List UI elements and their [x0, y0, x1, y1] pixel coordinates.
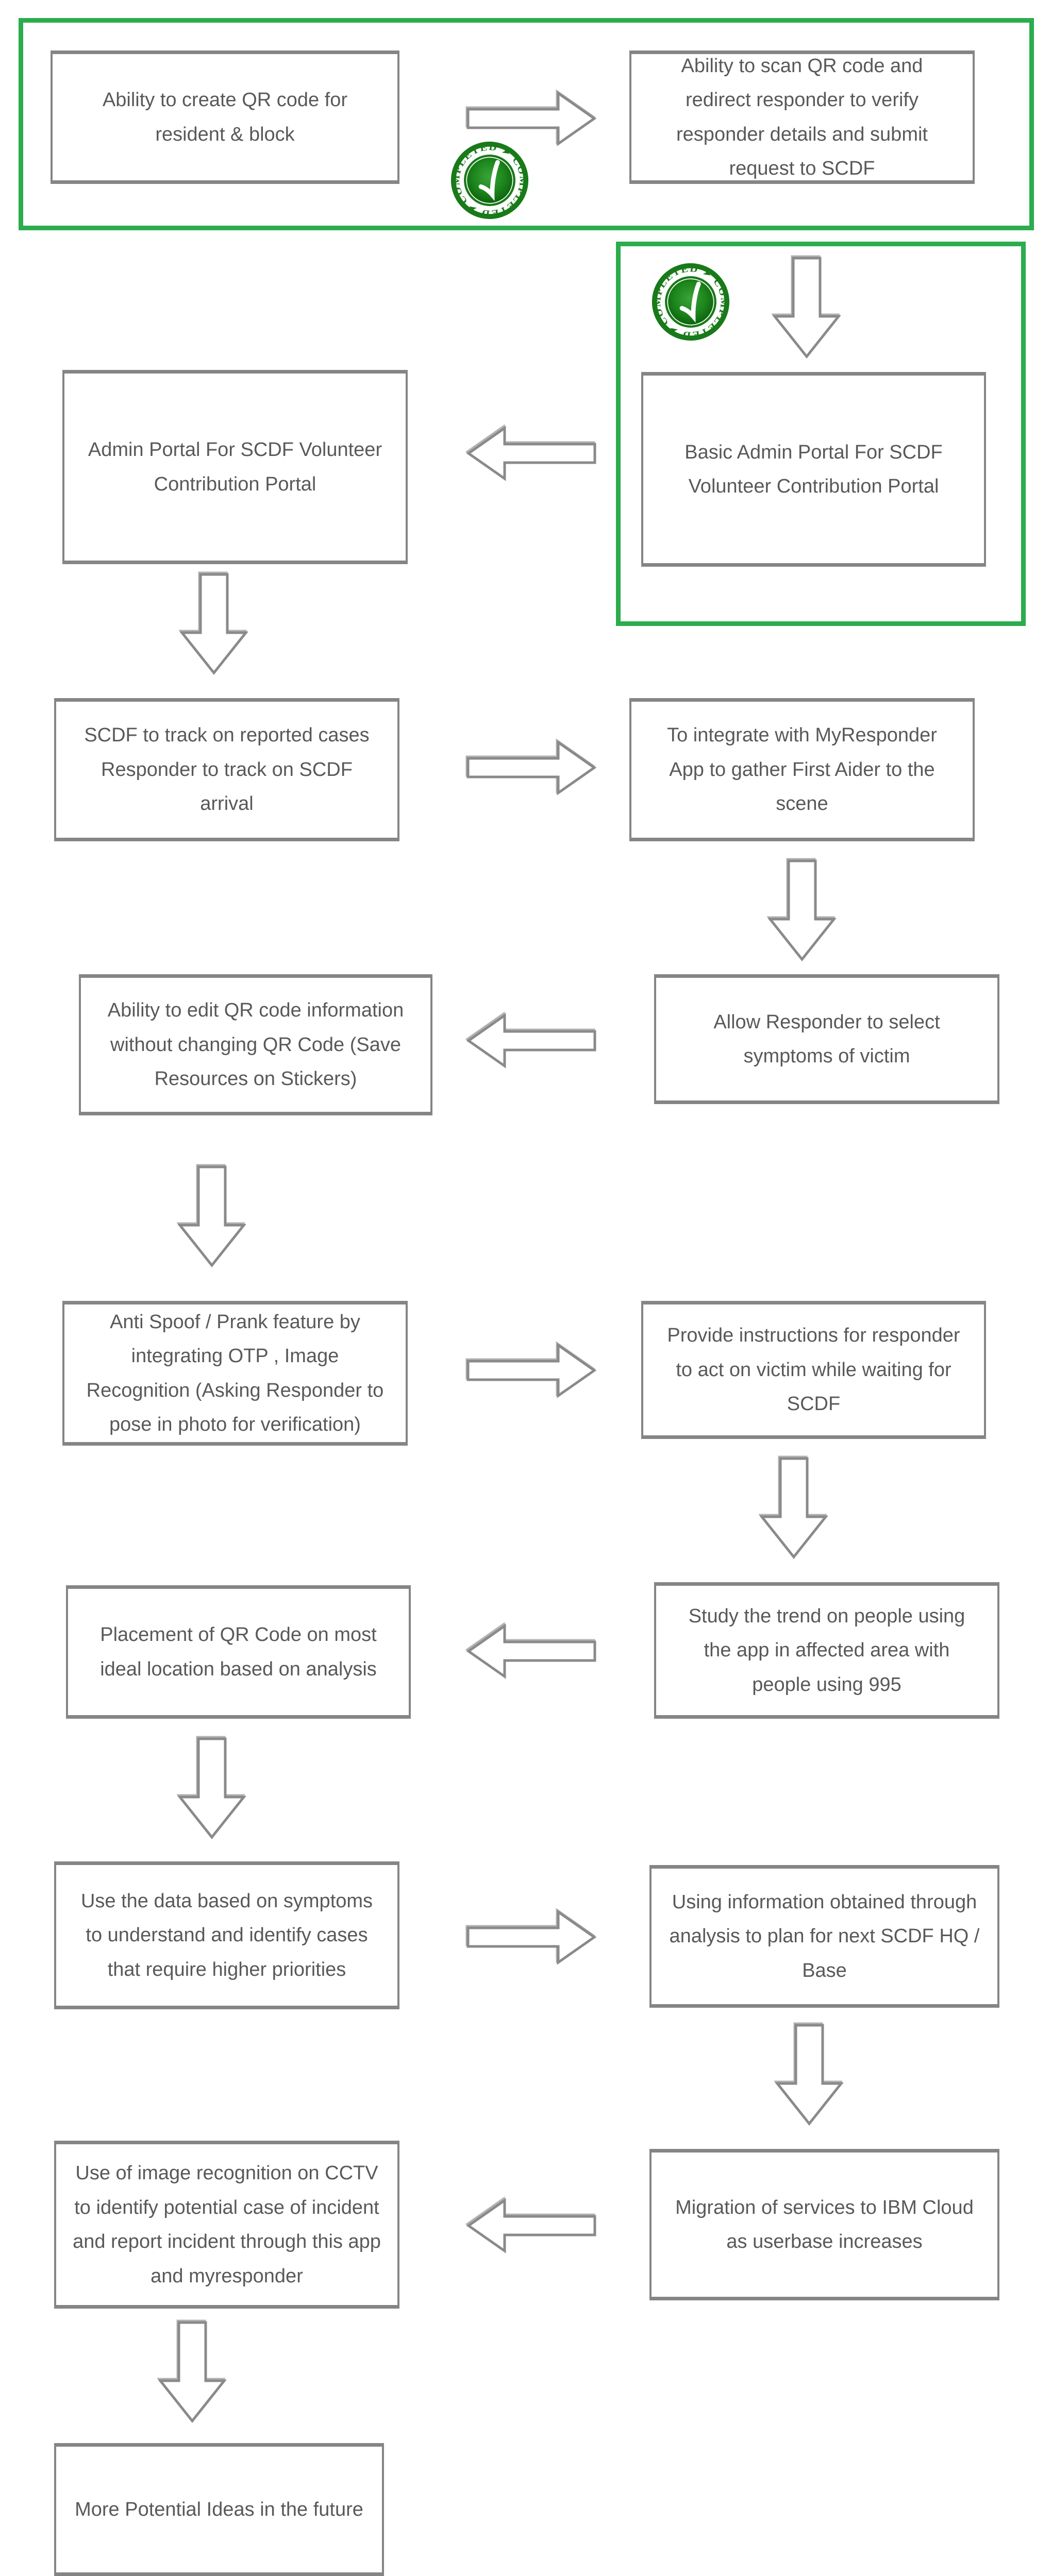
- flow-node-ibm-cloud: Migration of services to IBM Cloud as us…: [649, 2149, 999, 2300]
- flow-node-text: Ability to edit QR code information with…: [107, 999, 404, 1090]
- arrow-down-icon: [178, 1737, 246, 1839]
- flow-node-text: SCDF to track on reported cases Responde…: [84, 724, 370, 815]
- flow-node-text: Using information obtained through analy…: [669, 1891, 980, 1981]
- flow-node-text: Allow Responder to select symptoms of vi…: [713, 1011, 940, 1067]
- arrow-down-icon: [760, 1457, 828, 1559]
- arrow-left-icon: [466, 2197, 596, 2255]
- flow-node-text: Study the trend on people using the app …: [688, 1605, 965, 1696]
- flow-node-qr-placement: Placement of QR Code on most ideal locat…: [66, 1585, 411, 1719]
- arrow-left-icon: [466, 425, 596, 482]
- completed-frame-basic-admin: [616, 242, 1026, 626]
- flow-node-integrate-myresponder: To integrate with MyResponder App to gat…: [629, 698, 975, 841]
- flow-node-text: Use of image recognition on CCTV to iden…: [73, 2162, 381, 2287]
- flow-node-text: Admin Portal For SCDF Volunteer Contribu…: [88, 439, 382, 495]
- flow-node-text: Provide instructions for responder to ac…: [667, 1325, 960, 1415]
- arrow-right-icon: [466, 1342, 596, 1399]
- flow-node-text: To integrate with MyResponder App to gat…: [667, 724, 937, 815]
- flow-node-text: Use the data based on symptoms to unders…: [80, 1890, 373, 1980]
- flow-node-study-trend: Study the trend on people using the app …: [654, 1582, 999, 1719]
- flow-node-create-qr: Ability to create QR code for resident &…: [51, 50, 399, 184]
- flow-node-select-symptoms: Allow Responder to select symptoms of vi…: [654, 974, 999, 1104]
- arrow-down-icon: [178, 1165, 246, 1267]
- flow-node-admin-portal: Admin Portal For SCDF Volunteer Contribu…: [62, 370, 408, 564]
- flow-node-basic-admin-portal: Basic Admin Portal For SCDF Volunteer Co…: [641, 372, 986, 567]
- flow-node-text: Migration of services to IBM Cloud as us…: [675, 2196, 974, 2253]
- arrow-right-icon: [466, 90, 596, 147]
- arrow-right-icon: [466, 1908, 596, 1966]
- flow-node-use-data: Use the data based on symptoms to unders…: [54, 1861, 399, 2009]
- flow-node-text: Anti Spoof / Prank feature by integratin…: [86, 1311, 384, 1436]
- flow-node-text: Ability to create QR code for resident &…: [102, 89, 348, 145]
- flow-node-text: Basic Admin Portal For SCDF Volunteer Co…: [684, 441, 943, 498]
- flow-node-plan-hq: Using information obtained through analy…: [649, 1865, 999, 2008]
- completed-stamp-icon: COMPLETED ➤ COMPLETED ➤: [650, 262, 731, 342]
- arrow-right-icon: [466, 739, 596, 796]
- flow-node-future-ideas: More Potential Ideas in the future: [54, 2443, 384, 2576]
- completed-frame-row1: [19, 18, 1034, 230]
- flow-node-anti-spoof: Anti Spoof / Prank feature by integratin…: [62, 1301, 408, 1446]
- flow-node-text: More Potential Ideas in the future: [75, 2498, 363, 2520]
- flow-node-provide-instructions: Provide instructions for responder to ac…: [641, 1301, 986, 1439]
- arrow-down-icon: [158, 2321, 226, 2423]
- flow-node-text: Placement of QR Code on most ideal locat…: [100, 1624, 377, 1680]
- flow-node-scan-qr: Ability to scan QR code and redirect res…: [629, 50, 975, 184]
- arrow-down-icon: [773, 257, 841, 359]
- flow-node-text: Ability to scan QR code and redirect res…: [676, 55, 928, 180]
- flow-node-edit-qr: Ability to edit QR code information with…: [79, 974, 432, 1115]
- completed-stamp-icon: COMPLETED ➤ COMPLETED ➤: [449, 140, 530, 221]
- arrow-down-icon: [775, 2024, 843, 2126]
- arrow-left-icon: [466, 1012, 596, 1070]
- arrow-left-icon: [466, 1622, 596, 1680]
- flow-node-cctv-recognition: Use of image recognition on CCTV to iden…: [54, 2141, 399, 2309]
- arrow-down-icon: [768, 859, 836, 961]
- arrow-down-icon: [180, 573, 248, 675]
- flow-node-track-cases: SCDF to track on reported cases Responde…: [54, 698, 399, 841]
